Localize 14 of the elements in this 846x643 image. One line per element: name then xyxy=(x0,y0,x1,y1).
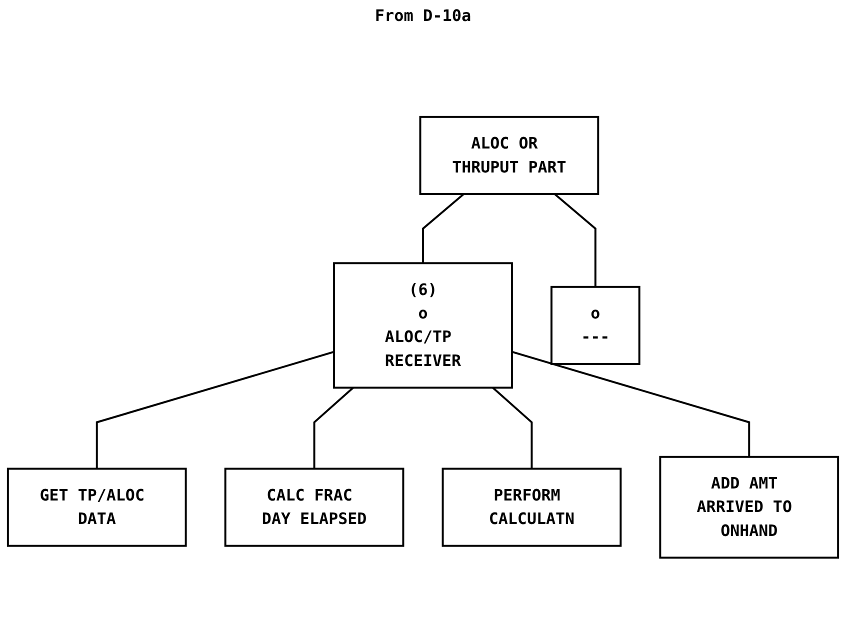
connector xyxy=(96,350,334,468)
node-box: o --- xyxy=(550,286,640,365)
connector xyxy=(554,192,596,287)
connector-note: From D-10a xyxy=(374,6,472,25)
node-box: PERFORM CALCULATN xyxy=(442,467,622,547)
connector xyxy=(313,386,354,468)
node-box: GET TP/ALOC DATA xyxy=(6,467,187,547)
connector xyxy=(512,350,750,457)
node-box: CALC FRAC DAY ELAPSED xyxy=(224,467,404,547)
connector xyxy=(422,192,464,263)
node-box: ALOC OR THRUPUT PART xyxy=(419,116,600,195)
node-box: (6) o ALOC/TP RECEIVER xyxy=(333,262,513,388)
connector xyxy=(492,386,533,468)
node-box: ADD AMT ARRIVED TO ONHAND xyxy=(659,456,840,558)
